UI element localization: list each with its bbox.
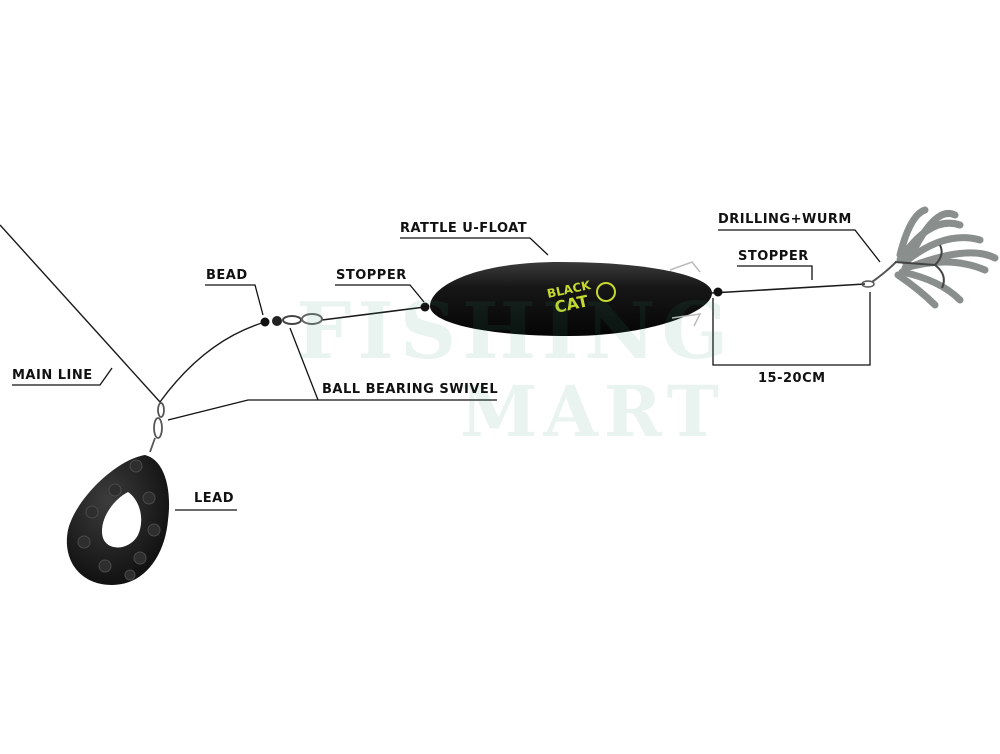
stopper-right <box>713 287 723 297</box>
drilling-worm-lure <box>894 206 999 309</box>
watermark-line1: FISHING <box>296 286 735 377</box>
label-rattle-float: RATTLE U-FLOAT <box>400 221 528 236</box>
label-lead: LEAD <box>194 491 235 506</box>
watermark-line2: MART <box>460 370 725 453</box>
lead-weight <box>66 455 170 585</box>
label-stopper-right: STOPPER <box>738 249 809 264</box>
line-to-float <box>321 306 426 321</box>
lead-swivel <box>149 402 165 453</box>
bead <box>260 317 270 327</box>
swivel <box>272 313 323 326</box>
label-drilling-wurm: DRILLING+WURM <box>718 212 852 227</box>
treble-hook-icon <box>894 244 945 289</box>
label-bead: BEAD <box>206 268 248 283</box>
label-stopper-left: STOPPER <box>336 268 407 283</box>
cat-logo-icon <box>596 282 616 302</box>
label-distance: 15-20CM <box>758 371 826 386</box>
stopper-left <box>420 302 430 312</box>
rattle-float: BLACK CAT <box>430 261 712 336</box>
label-main-line: MAIN LINE <box>12 368 93 383</box>
leader-lines <box>12 229 881 511</box>
main-line <box>0 224 266 404</box>
label-ball-bearing-swivel: BALL BEARING SWIVEL <box>322 382 499 397</box>
line-to-hook <box>711 283 866 294</box>
hook-snap <box>861 261 897 288</box>
